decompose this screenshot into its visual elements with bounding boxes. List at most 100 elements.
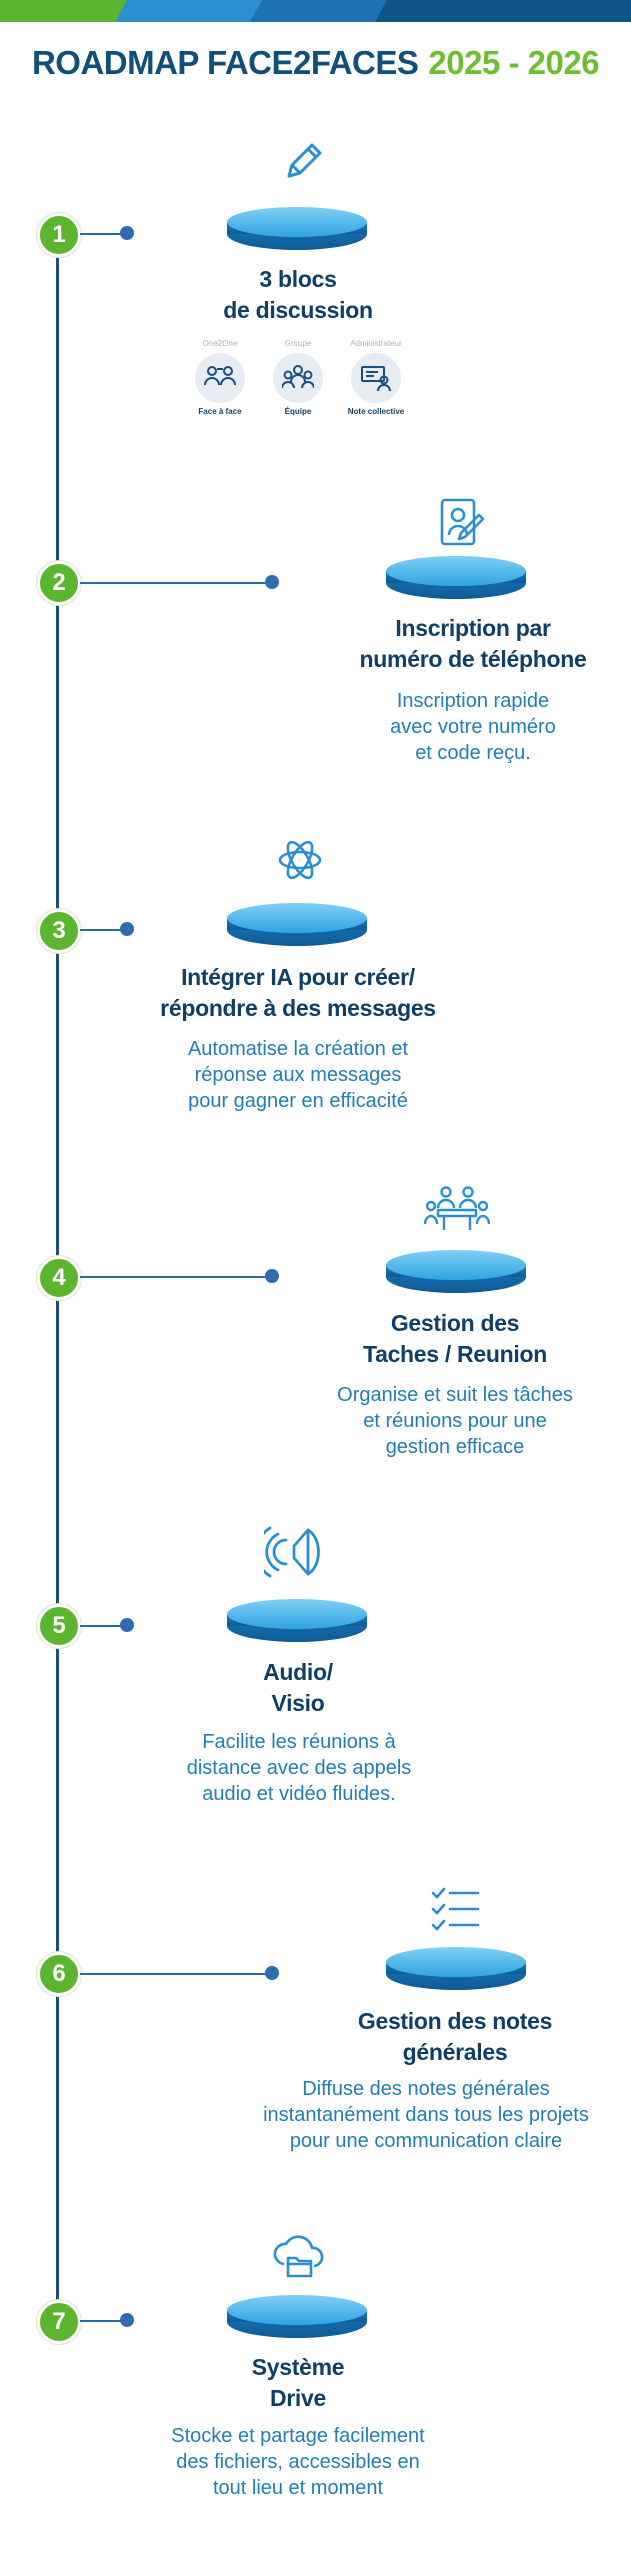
step-desc-line-2: réponse aux messages xyxy=(194,1064,402,1086)
step-title-line-1: Gestion des notes xyxy=(357,2008,553,2034)
block-circle xyxy=(351,353,401,403)
step-title-line-1: Inscription par xyxy=(395,615,551,641)
step-title: Système Drive xyxy=(148,2352,448,2414)
step-title-line-1: Audio/ xyxy=(263,1659,333,1685)
step-desc-line-1: Facilite les réunions à xyxy=(202,1731,396,1753)
step-desc-line-3: tout lieu et moment xyxy=(212,2477,384,2499)
step-title-line-1: Système xyxy=(251,2354,345,2380)
step-title-line-2: Visio xyxy=(271,1690,325,1716)
step-number-badge: 5 xyxy=(37,1604,81,1648)
title-main: ROADMAP FACE2FACES xyxy=(31,44,419,81)
connector-dot xyxy=(265,1966,279,1980)
step-platform xyxy=(386,556,526,599)
block-label: Face à face xyxy=(198,407,242,416)
connector-dot xyxy=(120,922,134,936)
step-desc-line-1: Organise et suit les tâches xyxy=(337,1384,573,1406)
banner-segment-mid xyxy=(250,0,390,22)
step-connector xyxy=(80,1276,270,1278)
step-description: Facilite les réunions à distance avec de… xyxy=(134,1729,464,1807)
step-title: Gestion des Taches / Reunion xyxy=(300,1308,610,1370)
step-desc-line-3: pour une communication claire xyxy=(289,2130,563,2152)
block-face-to-face[interactable]: One2One Face à face xyxy=(184,338,256,416)
step-desc-line-1: Inscription rapide xyxy=(396,690,550,712)
step-number-badge: 2 xyxy=(37,561,81,605)
connector-dot xyxy=(120,226,134,240)
step-title-line-2: de discussion xyxy=(223,297,373,323)
step-desc-line-1: Automatise la création et xyxy=(187,1038,409,1060)
step-connector xyxy=(80,1625,126,1627)
banner-segment-green xyxy=(0,0,130,22)
block-circle xyxy=(195,353,245,403)
top-banner xyxy=(0,0,631,22)
step-desc-line-3: gestion efficace xyxy=(385,1436,525,1458)
step-title-line-2: Drive xyxy=(269,2385,327,2411)
phone-registration-icon xyxy=(440,498,485,546)
block-caption: One2One xyxy=(202,339,238,348)
step-number-badge: 6 xyxy=(37,1952,81,1996)
step-connector xyxy=(80,1973,270,1975)
step-platform xyxy=(227,207,367,250)
connector-dot xyxy=(265,1269,279,1283)
connector-dot xyxy=(120,2313,134,2327)
step-desc-line-2: avec votre numéro xyxy=(390,716,556,738)
step-title-line-2: répondre à des messages xyxy=(160,995,436,1021)
banner-segment-blue xyxy=(115,0,265,22)
pencil-icon xyxy=(287,143,322,178)
block-caption: Groupe xyxy=(284,339,312,348)
step-desc-line-1: Stocke et partage facilement xyxy=(171,2425,425,2447)
block-collective-note[interactable]: Administrateur Note collective xyxy=(340,338,412,416)
step-desc-line-2: et réunions pour une xyxy=(363,1410,547,1432)
team-icon xyxy=(282,365,314,389)
cloud-folder-icon xyxy=(273,2235,324,2278)
step-desc-line-2: distance avec des appels xyxy=(186,1757,412,1779)
step-connector xyxy=(80,233,126,235)
step-description: Automatise la création et réponse aux me… xyxy=(128,1036,468,1114)
block-label: Équipe xyxy=(284,407,312,416)
step-title-line-2: Taches / Reunion xyxy=(363,1341,547,1367)
ai-knot-icon xyxy=(278,840,322,880)
speaker-audio-icon xyxy=(264,1526,320,1578)
step-connector xyxy=(80,2320,126,2322)
step-description: Inscription rapide avec votre numéro et … xyxy=(306,688,631,766)
step-number-badge: 1 xyxy=(37,213,81,257)
step-desc-line-3: audio et vidéo fluides. xyxy=(202,1783,396,1805)
step-desc-line-1: Diffuse des notes générales xyxy=(302,2078,550,2100)
step-title: Intégrer IA pour créer/ répondre à des m… xyxy=(128,962,468,1024)
step-title-line-2: numéro de téléphone xyxy=(359,646,587,672)
step-title-line-1: 3 blocs xyxy=(259,266,337,292)
step-number-badge: 4 xyxy=(37,1256,81,1300)
step-platform xyxy=(386,1250,526,1293)
step-desc-line-2: instantanément dans tous les projets xyxy=(263,2104,589,2126)
connector-dot xyxy=(265,575,279,589)
discussion-blocks: One2One Face à face Groupe xyxy=(184,338,412,428)
block-circle xyxy=(273,353,323,403)
face-to-face-icon xyxy=(204,366,236,386)
step-platform xyxy=(386,1947,526,1990)
step-connector xyxy=(80,929,126,931)
step-title: 3 blocs de discussion xyxy=(148,264,448,326)
step-title-line-1: Intégrer IA pour créer/ xyxy=(181,964,415,990)
meeting-table-icon xyxy=(424,1186,490,1230)
step-description: Stocke et partage facilement des fichier… xyxy=(128,2423,468,2501)
step-connector xyxy=(80,582,270,584)
step-description: Diffuse des notes générales instantanéme… xyxy=(226,2076,626,2154)
step-number-badge: 3 xyxy=(37,909,81,953)
step-number-badge: 7 xyxy=(37,2300,81,2344)
step-title: Audio/ Visio xyxy=(148,1657,448,1719)
step-desc-line-3: pour gagner en efficacité xyxy=(188,1090,408,1112)
block-label: Note collective xyxy=(347,407,405,416)
step-title: Gestion des notes générales xyxy=(300,2006,610,2068)
step-platform xyxy=(227,1599,367,1642)
step-description: Organise et suit les tâches et réunions … xyxy=(300,1382,610,1460)
banner-segment-dark xyxy=(375,0,631,22)
step-title-line-1: Gestion des xyxy=(390,1310,520,1336)
step-platform xyxy=(227,2295,367,2338)
step-title: Inscription par numéro de téléphone xyxy=(310,613,631,675)
step-title-line-2: générales xyxy=(402,2039,508,2065)
title-years: 2025 - 2026 xyxy=(428,44,600,81)
block-team[interactable]: Groupe Équipe xyxy=(262,338,334,416)
connector-dot xyxy=(120,1618,134,1632)
step-platform xyxy=(227,903,367,946)
step-desc-line-3: et code reçu. xyxy=(415,742,531,764)
